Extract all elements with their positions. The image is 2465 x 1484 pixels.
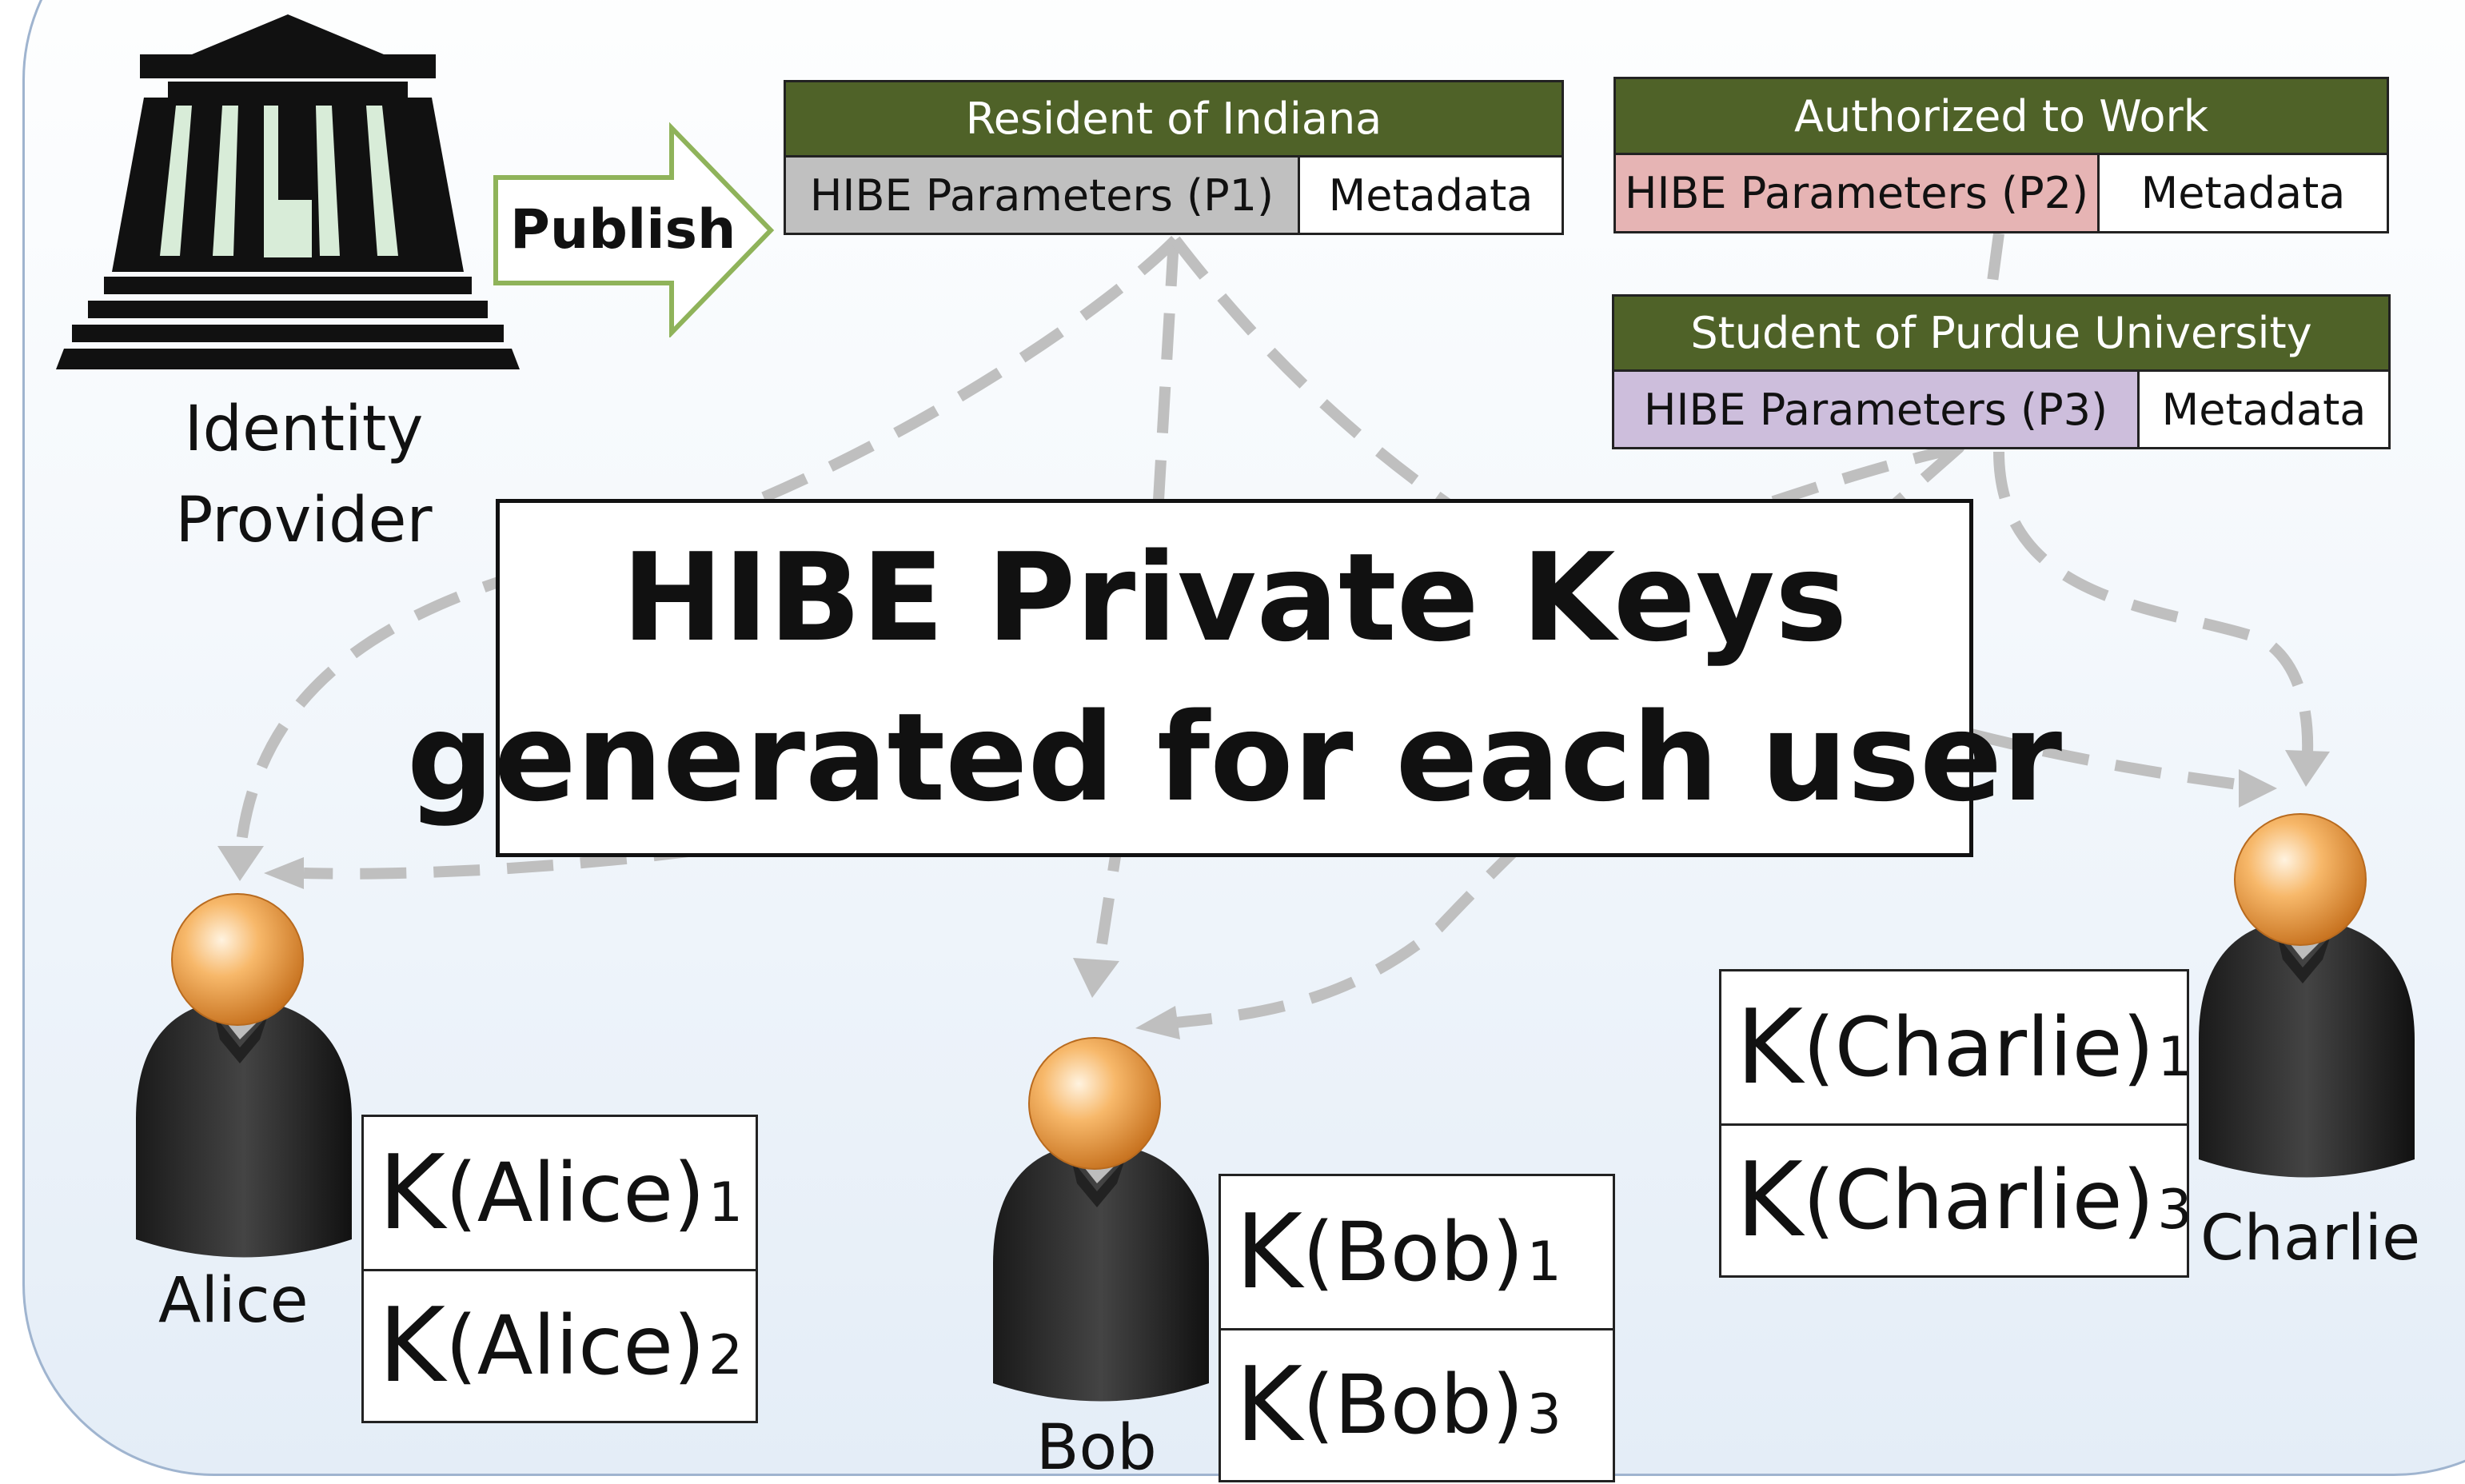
title-box: HIBE Private Keys generated for each use… bbox=[407, 499, 2062, 857]
user-icon bbox=[136, 893, 352, 1258]
key-index: 3 bbox=[2157, 1179, 2192, 1242]
key-row: K(Bob)1 bbox=[1221, 1176, 1613, 1328]
key-symbol: K bbox=[1235, 1346, 1302, 1465]
metadata-cell: Metadata bbox=[2137, 372, 2388, 447]
arrow-p3-to-bob bbox=[1167, 443, 1963, 1029]
arrowhead-charlie-side bbox=[2239, 769, 2277, 808]
key-symbol: K bbox=[378, 1133, 445, 1253]
user-name-bob: Bob bbox=[1036, 1412, 1157, 1484]
key-symbol: K bbox=[1736, 1141, 1803, 1260]
arrowhead-bob-side bbox=[1135, 1006, 1180, 1039]
credential-resident-of-indiana: Resident of Indiana HIBE Parameters (P1)… bbox=[784, 80, 1564, 235]
credential-student-of-purdue: Student of Purdue University HIBE Parame… bbox=[1612, 294, 2391, 449]
credential-title: Authorized to Work bbox=[1616, 79, 2387, 155]
building-icon bbox=[56, 14, 520, 369]
key-owner: (Bob) bbox=[1302, 1204, 1524, 1300]
keys-charlie: K(Charlie)1 K(Charlie)3 bbox=[1719, 969, 2192, 1278]
key-row: K(Alice)1 bbox=[364, 1117, 756, 1269]
key-symbol: K bbox=[1235, 1192, 1302, 1312]
key-symbol: K bbox=[378, 1287, 445, 1406]
key-owner: (Bob) bbox=[1302, 1358, 1524, 1453]
keys-bob: K(Bob)1 K(Bob)3 bbox=[1219, 1174, 1615, 1482]
hibe-parameters-p3: HIBE Parameters (P3) bbox=[1614, 372, 2137, 447]
identity-provider-label: Identity Provider bbox=[120, 384, 488, 566]
key-index: 1 bbox=[2157, 1025, 2192, 1089]
user-name-charlie: Charlie bbox=[2200, 1203, 2421, 1275]
key-row: K(Charlie)1 bbox=[1721, 971, 2192, 1123]
key-owner: (Alice) bbox=[445, 1145, 705, 1241]
publish-label: Publish bbox=[510, 198, 736, 261]
key-row: K(Alice)2 bbox=[364, 1269, 756, 1421]
key-row: K(Charlie)3 bbox=[1721, 1123, 2192, 1275]
arrow-p2-down bbox=[1987, 233, 2004, 282]
identity-provider-line1: Identity bbox=[184, 393, 424, 465]
metadata-cell: Metadata bbox=[1298, 158, 1562, 233]
key-index: 2 bbox=[708, 1324, 744, 1387]
keys-alice: K(Alice)1 K(Alice)2 bbox=[361, 1115, 758, 1423]
arrowhead-alice-side bbox=[264, 857, 304, 889]
credential-title: Resident of Indiana bbox=[786, 82, 1562, 158]
arrow-p3-to-charlie bbox=[1993, 451, 2314, 768]
metadata-cell: Metadata bbox=[2097, 155, 2387, 231]
key-owner: (Alice) bbox=[445, 1298, 705, 1394]
arrowhead-charlie-top bbox=[2285, 750, 2330, 787]
key-symbol: K bbox=[1736, 987, 1803, 1107]
user-name-alice: Alice bbox=[158, 1265, 309, 1337]
key-owner: (Charlie) bbox=[1802, 1153, 2155, 1248]
title-line2: generated for each user bbox=[406, 687, 2063, 828]
identity-provider-line2: Provider bbox=[175, 485, 433, 556]
hibe-parameters-p2: HIBE Parameters (P2) bbox=[1616, 155, 2097, 231]
hibe-parameters-p1: HIBE Parameters (P1) bbox=[786, 158, 1298, 233]
title-line1: HIBE Private Keys bbox=[621, 527, 1848, 668]
key-index: 1 bbox=[1526, 1230, 1562, 1294]
arrowhead-bob-top bbox=[1073, 958, 1119, 998]
credential-authorized-to-work: Authorized to Work HIBE Parameters (P2) … bbox=[1613, 77, 2389, 233]
user-icon bbox=[2199, 813, 2415, 1178]
key-index: 3 bbox=[1526, 1383, 1562, 1446]
key-owner: (Charlie) bbox=[1802, 999, 2155, 1095]
publish-arrow-icon bbox=[493, 122, 775, 337]
key-row: K(Bob)3 bbox=[1221, 1328, 1613, 1480]
credential-title: Student of Purdue University bbox=[1614, 297, 2388, 372]
key-index: 1 bbox=[708, 1171, 744, 1235]
arrowhead-alice-top bbox=[217, 846, 264, 881]
user-icon bbox=[993, 1037, 1209, 1402]
